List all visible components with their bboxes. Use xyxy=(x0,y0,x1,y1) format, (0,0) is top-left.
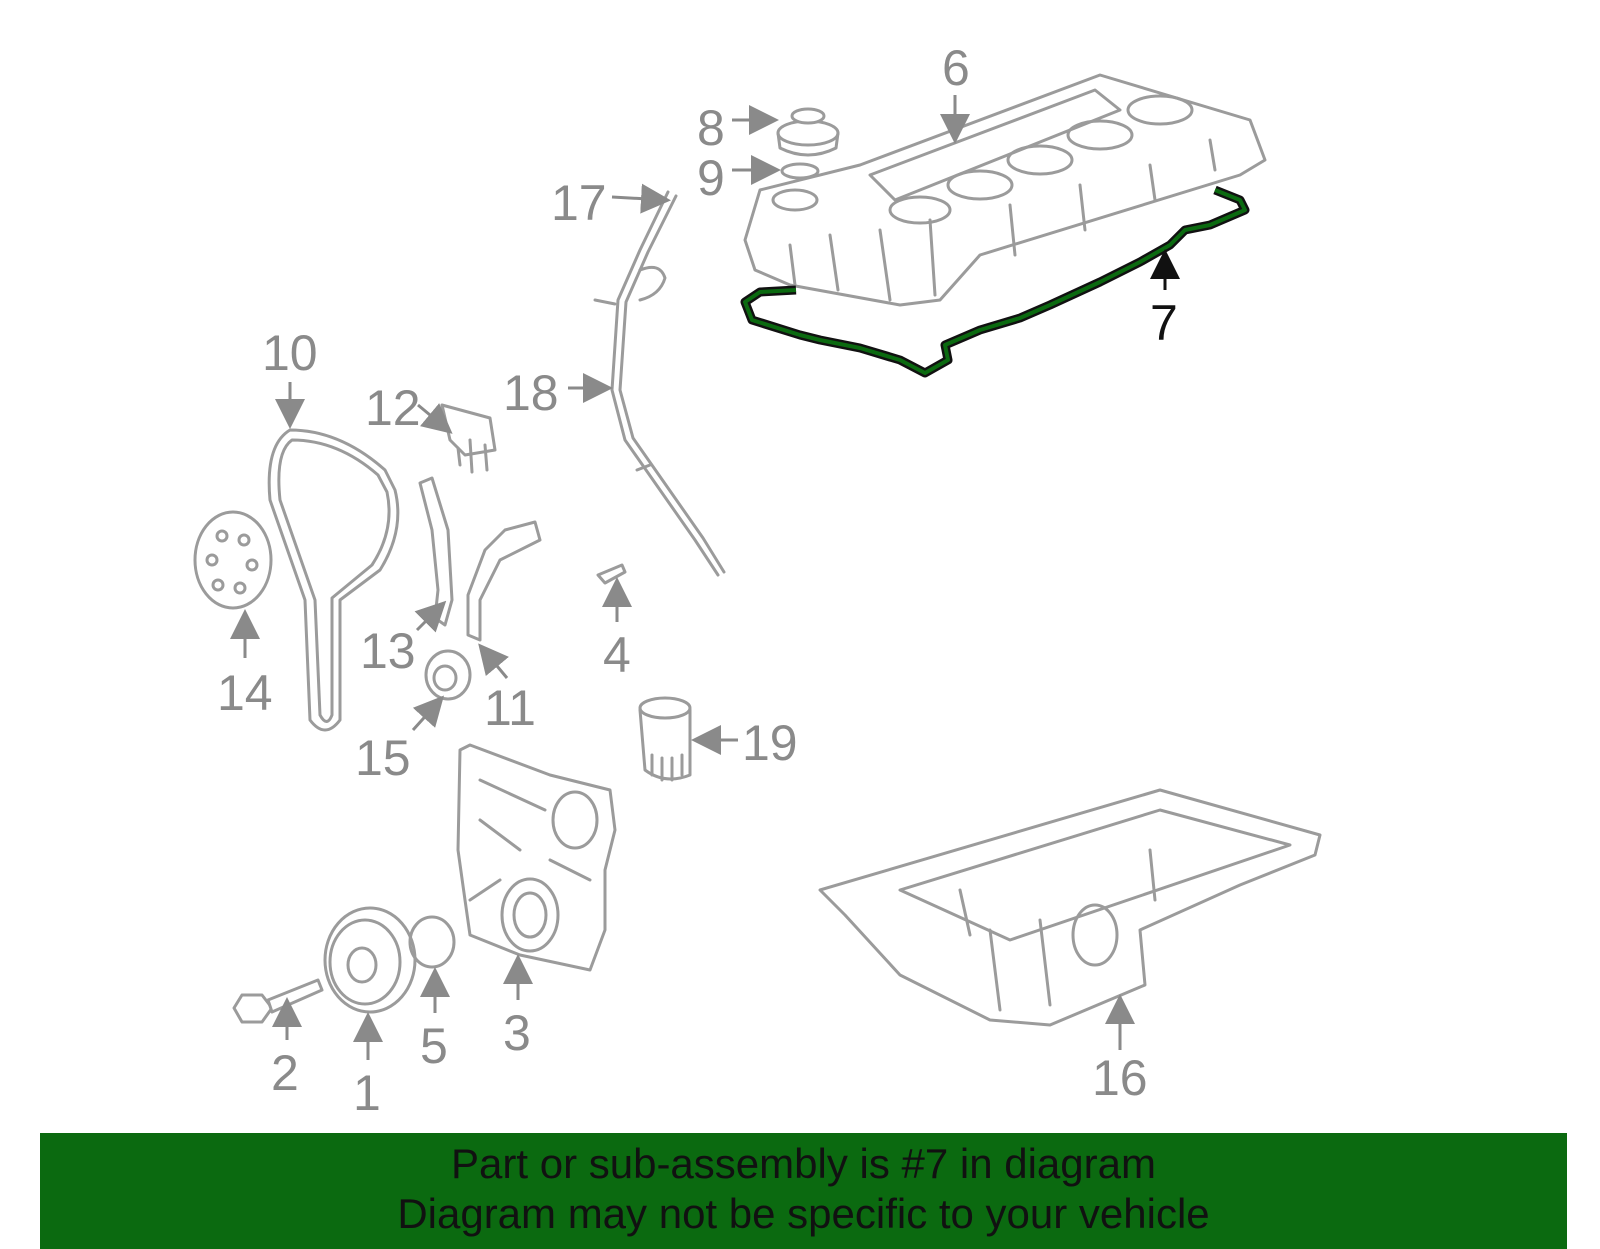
valve-cover-gasket xyxy=(740,185,1250,378)
chain-tensioner xyxy=(440,403,497,474)
callout-12: 12 xyxy=(365,380,421,436)
parts-diagram: 1 2 3 4 5 6 7 8 9 10 11 12 13 14 15 16 1… xyxy=(193,40,1322,1121)
o-ring xyxy=(780,162,820,180)
dipstick-tube xyxy=(593,190,726,577)
callout-13: 13 xyxy=(360,623,416,679)
callout-7: 7 xyxy=(1150,295,1178,351)
callout-10: 10 xyxy=(262,325,318,381)
callout-4: 4 xyxy=(603,627,631,683)
callout-11: 11 xyxy=(484,680,536,736)
callout-5: 5 xyxy=(420,1018,448,1074)
info-banner: Part or sub-assembly is #7 in diagram Di… xyxy=(40,1133,1567,1249)
callout-17: 17 xyxy=(551,175,607,231)
chain-guide-left xyxy=(418,476,454,627)
banner-line-2: Diagram may not be specific to your vehi… xyxy=(397,1190,1210,1237)
callout-18: 18 xyxy=(503,365,559,421)
oil-filter xyxy=(638,696,692,782)
callout-16: 16 xyxy=(1092,1050,1148,1106)
front-cover xyxy=(456,743,617,972)
pulley-bolt xyxy=(232,978,324,1024)
oil-pan xyxy=(818,788,1322,1027)
callout-1: 1 xyxy=(353,1065,381,1121)
callout-9: 9 xyxy=(697,150,725,206)
valve-cover xyxy=(743,73,1267,307)
callout-3: 3 xyxy=(503,1005,531,1061)
crankshaft-sprocket xyxy=(424,649,472,701)
camshaft-sprocket xyxy=(193,510,273,610)
bolt-small xyxy=(596,563,627,585)
chain-guide-right xyxy=(466,520,542,642)
callout-2: 2 xyxy=(271,1045,299,1101)
callout-6: 6 xyxy=(942,40,970,96)
timing-chain xyxy=(267,428,400,732)
seal xyxy=(408,915,456,969)
callout-19: 19 xyxy=(742,715,798,771)
callout-15: 15 xyxy=(355,730,411,786)
oil-filler-cap xyxy=(776,107,840,157)
callout-arrows xyxy=(230,95,1180,1060)
callout-8: 8 xyxy=(697,100,725,156)
crankshaft-pulley xyxy=(323,906,417,1014)
callout-14: 14 xyxy=(217,665,273,721)
banner-line-1: Part or sub-assembly is #7 in diagram xyxy=(451,1140,1156,1187)
callout-labels: 1 2 3 4 5 6 7 8 9 10 11 12 13 14 15 16 1… xyxy=(217,40,1178,1121)
